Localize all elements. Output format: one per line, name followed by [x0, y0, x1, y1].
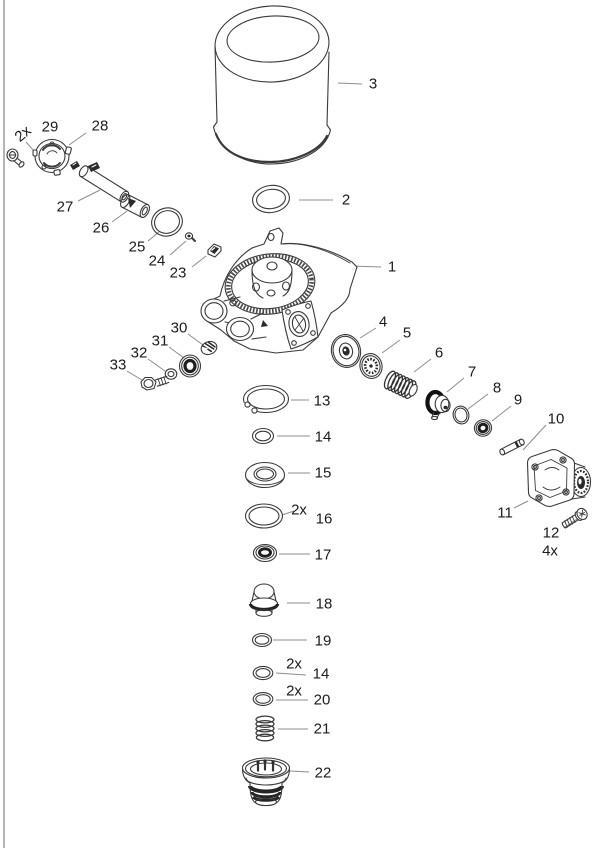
callout-17: 17 [314, 546, 332, 564]
callout-22: 22 [314, 764, 332, 782]
part-9-seal-grommet [473, 419, 493, 437]
callout-25: 25 [128, 238, 146, 256]
part-31-bushing [178, 354, 202, 378]
callout-10: 10 [547, 410, 565, 428]
part-32-washer-small [164, 368, 178, 380]
part-30-cap [200, 340, 218, 356]
qty-label-12: 4x [542, 542, 558, 560]
callout-23: 23 [169, 264, 187, 282]
part-3-desiccant-cartridge [212, 5, 332, 165]
part-25-oring [151, 207, 183, 237]
leader-lines [25, 82, 578, 773]
part-12-screw [561, 507, 588, 529]
callout-2: 2 [341, 191, 351, 209]
qty-label-16: 2x [291, 501, 307, 519]
callout-11: 11 [497, 504, 513, 522]
part-16-oring [244, 503, 284, 529]
callout-21: 21 [313, 720, 331, 738]
callout-18: 18 [315, 595, 333, 613]
callout-4: 4 [378, 313, 388, 331]
qty-label-14: 2x [286, 655, 302, 673]
part-14-oring-upper [251, 427, 275, 445]
callout-9: 9 [513, 391, 523, 409]
part-24-screw-small [184, 232, 196, 242]
part-11-flange-housing [526, 449, 592, 507]
part-10-pin [499, 438, 525, 456]
part-29-flange-cover [32, 138, 72, 176]
part-1-valve-housing [200, 227, 358, 354]
callout-32: 32 [130, 344, 148, 362]
callout-31: 31 [151, 332, 169, 350]
qty-label-20: 2x [286, 682, 302, 700]
part-18-valve-poppet [248, 583, 280, 617]
callout-19: 19 [314, 632, 332, 650]
part-20-oring [252, 692, 274, 706]
callout-14-lower: 14 [312, 665, 330, 683]
callout-8: 8 [492, 379, 502, 397]
callout-29: 29 [41, 118, 59, 136]
callout-30: 30 [170, 319, 188, 337]
callout-24: 24 [148, 252, 166, 270]
part-5-valve-disc [359, 353, 383, 379]
part-27-pin-tube [70, 161, 130, 203]
part-2-oring [252, 184, 290, 214]
part-15-washer [244, 461, 286, 489]
callout-12: 12 [542, 524, 560, 542]
callout-6: 6 [434, 344, 444, 362]
callout-20: 20 [313, 691, 331, 709]
part-33-screw-hex [140, 375, 170, 391]
callout-26: 26 [92, 219, 110, 237]
part-26-sleeve [120, 193, 150, 219]
part-19-oring [251, 632, 273, 648]
part-22-valve-cartridge [241, 757, 291, 807]
callout-3: 3 [368, 75, 378, 93]
callout-28: 28 [91, 117, 109, 135]
callout-15: 15 [314, 464, 332, 482]
part-7-check-valve [425, 389, 451, 421]
callout-16: 16 [315, 510, 333, 528]
callout-1: 1 [387, 258, 397, 276]
screw-2x [6, 148, 25, 168]
callout-33: 33 [109, 356, 127, 374]
part-13-retaining-ring [241, 384, 290, 416]
part-21-spring-small [255, 715, 275, 742]
callout-27: 27 [56, 198, 74, 216]
callout-14-upper: 14 [314, 428, 332, 446]
part-17-seal [252, 543, 278, 563]
part-6-spring [383, 370, 418, 400]
part-4-disc-washer [330, 334, 362, 368]
part-23-clamp [207, 243, 222, 258]
callout-7: 7 [467, 363, 477, 381]
callout-13: 13 [313, 392, 331, 410]
callout-5: 5 [402, 324, 412, 342]
page-left-border [3, 0, 5, 848]
part-8-oring-small [452, 405, 470, 425]
part-14-oring-lower [252, 665, 274, 681]
